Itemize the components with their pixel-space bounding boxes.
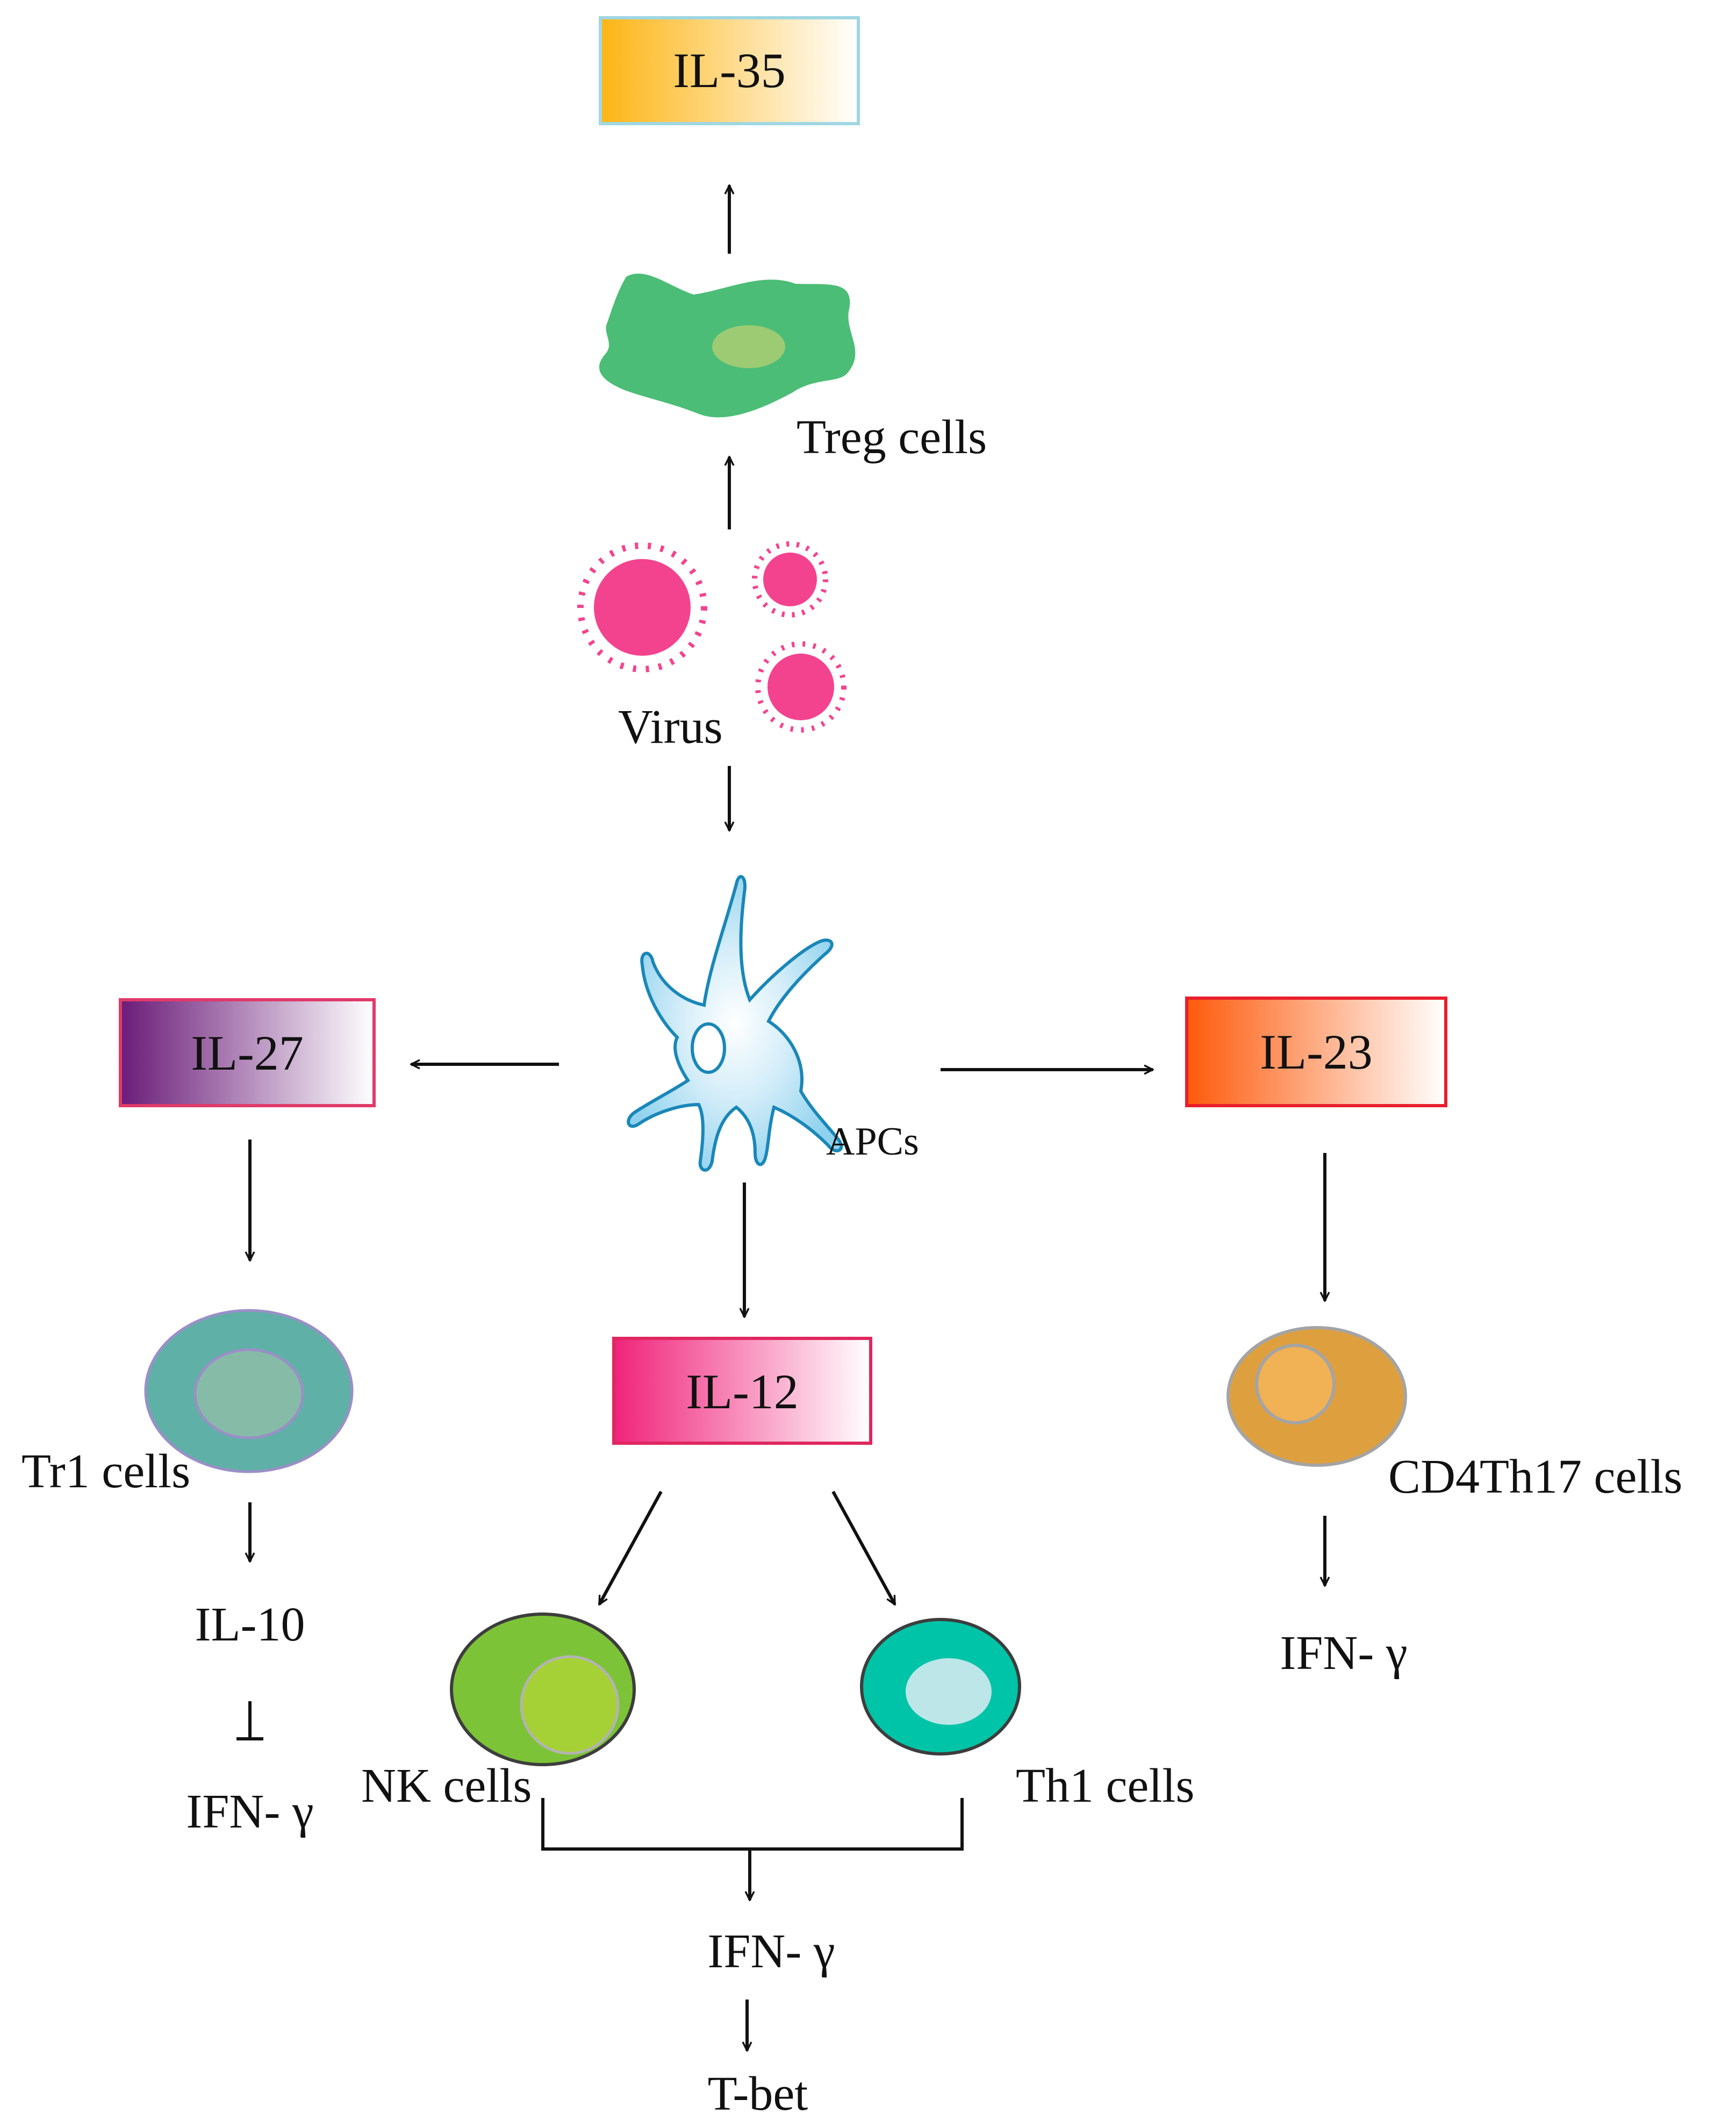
virus-particle-medium	[755, 641, 847, 733]
th1-nucleus	[906, 1658, 992, 1725]
il23-box	[1185, 997, 1447, 1107]
il12-node: IL-12	[612, 1337, 872, 1445]
tr1-label: Tr1 cells	[21, 1445, 190, 1498]
th1-label: Th1 cells	[1016, 1759, 1194, 1812]
cd4th17-label: CD4Th17 cells	[1388, 1450, 1682, 1503]
il27-label: IL-27	[191, 1026, 303, 1080]
virus-particle-small	[752, 541, 828, 618]
tr1-nucleus	[193, 1348, 304, 1439]
nk-node: NK cells	[361, 1613, 636, 1812]
edges	[236, 185, 1325, 2051]
edge-bracket-nk-th1	[541, 1798, 964, 1851]
virus-node: Virus	[577, 541, 847, 754]
apc-node: APCs	[627, 875, 919, 1172]
il35-box	[599, 16, 860, 125]
il12-box	[612, 1337, 872, 1445]
apc-nucleus	[691, 1022, 726, 1074]
il10-label: IL-10	[195, 1598, 305, 1651]
cd4th17-nucleus	[1255, 1344, 1336, 1424]
tr1-node: Tr1 cells	[21, 1309, 354, 1498]
apcs-label: APCs	[826, 1120, 919, 1164]
ifn-center-label: IFN- γ	[707, 1925, 835, 1978]
edge-il12-to-th1	[831, 1490, 896, 1604]
virus-envelope	[577, 542, 707, 672]
edge-il12-to-nk	[598, 1490, 663, 1604]
il27-box	[119, 998, 376, 1107]
il27-node: IL-27	[119, 998, 376, 1107]
il23-label: IL-23	[1260, 1024, 1372, 1079]
virus-particle-large	[577, 542, 707, 672]
cd4th17-node: CD4Th17 cells	[1226, 1326, 1682, 1503]
nk-nucleus	[520, 1655, 620, 1755]
th1-node: Th1 cells	[860, 1618, 1194, 1812]
ifn-left-label: IFN- γ	[186, 1785, 313, 1838]
il35-node: IL-35	[599, 16, 860, 125]
treg-node: Treg cells	[599, 274, 987, 464]
treg-label: Treg cells	[797, 411, 987, 464]
il12-label: IL-12	[686, 1364, 798, 1419]
virus-label: Virus	[618, 700, 723, 754]
tbet-label: T-bet	[708, 2067, 808, 2114]
nk-label: NK cells	[361, 1759, 532, 1812]
il23-node: IL-23	[1185, 997, 1447, 1107]
apc-cell-shape	[627, 875, 843, 1172]
il35-label: IL-35	[673, 43, 785, 98]
ifn-right-label: IFN- γ	[1280, 1626, 1407, 1680]
edge-il10-inhibits-ifn	[236, 1701, 263, 1740]
treg-nucleus	[712, 325, 785, 368]
